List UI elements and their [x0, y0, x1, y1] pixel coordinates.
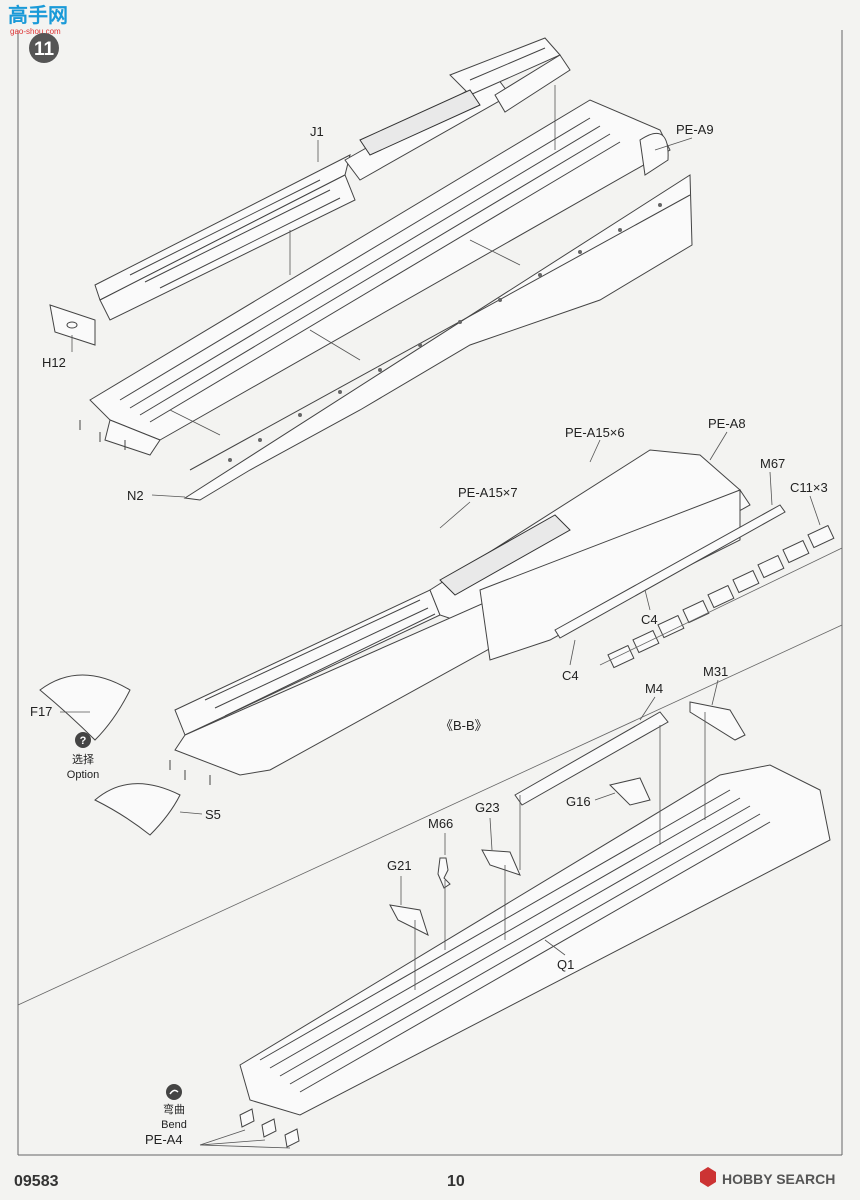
- label-pe-a8: PE-A8: [708, 416, 746, 431]
- brand-text: HOBBY SEARCH: [722, 1171, 835, 1187]
- assembly-bottom: M4 M31 G16 G23 M66 G21 Q1 弯曲 Bend PE-A4: [17, 624, 843, 1149]
- label-pe-a15x6: PE-A15×6: [565, 425, 625, 440]
- part-h12: [49, 304, 96, 346]
- step-badge-circle: [29, 33, 59, 63]
- part-f17: [39, 674, 131, 741]
- bend-en-text: Bend: [161, 1119, 187, 1131]
- part-m66: [437, 857, 451, 889]
- label-section-bb: 《B-B》: [440, 718, 488, 733]
- label-j1: J1: [310, 124, 324, 139]
- section-divider: [17, 624, 843, 1006]
- page-number: 10: [447, 1173, 465, 1190]
- part-hull-assembled: [169, 449, 751, 785]
- label-m31: M31: [703, 664, 728, 679]
- footer: 09583 10 HOBBY SEARCH: [14, 1167, 835, 1190]
- label-s5: S5: [205, 807, 221, 822]
- part-s5: [94, 783, 181, 836]
- label-m4: M4: [645, 681, 663, 696]
- bend-cn-text: 弯曲: [163, 1102, 185, 1116]
- product-code: 09583: [14, 1173, 59, 1190]
- leader-m67: [769, 471, 773, 506]
- option-note: ? 选择 Option: [67, 732, 99, 781]
- watermark-cn-text: 高手网: [8, 3, 68, 27]
- assembly-top: J1 PE-A9 H12 N2: [42, 37, 714, 503]
- part-c11-blocks: [607, 524, 835, 669]
- label-pe-a15x7: PE-A15×7: [458, 485, 518, 500]
- leader-m4: [639, 696, 656, 721]
- label-n2: N2: [127, 488, 144, 503]
- option-en-text: Option: [67, 769, 99, 781]
- label-m67: M67: [760, 456, 785, 471]
- option-cn-text: 选择: [72, 752, 94, 766]
- watermark-logo: 高手网 gao-shou.com: [8, 3, 68, 36]
- hobby-search-logo: HOBBY SEARCH: [700, 1167, 835, 1187]
- label-c11x3: C11×3: [790, 480, 828, 495]
- leader-g23: [489, 817, 493, 851]
- part-hull-frame: [79, 99, 671, 456]
- label-h12: H12: [42, 355, 66, 370]
- label-c4-lower: C4: [562, 668, 579, 683]
- label-m66: M66: [428, 816, 453, 831]
- part-pe-a4: [239, 1108, 300, 1148]
- label-q1: Q1: [557, 957, 574, 972]
- leader-s5: [179, 811, 203, 815]
- part-j1: [94, 37, 571, 321]
- leader-g16: [594, 792, 616, 801]
- leader-c4-upper: [644, 589, 651, 611]
- step-number-badge: 11: [29, 33, 59, 63]
- part-n2: [183, 174, 693, 501]
- leader-pe-a15x7: [439, 501, 471, 529]
- leader-m31: [711, 679, 719, 706]
- part-pe-a9: [639, 132, 669, 176]
- bend-icon-glyph: [169, 1089, 179, 1095]
- step-number: 11: [34, 39, 55, 60]
- part-g23: [481, 849, 521, 876]
- arrow-n2-1: [309, 329, 361, 361]
- leader-n2: [151, 494, 186, 498]
- leader-c11: [809, 495, 821, 526]
- leader-c4-lower: [569, 639, 576, 666]
- part-g16: [609, 777, 651, 806]
- part-g21: [389, 904, 429, 936]
- question-icon: [75, 732, 91, 748]
- label-pe-a9: PE-A9: [676, 122, 714, 137]
- label-g16: G16: [566, 794, 591, 809]
- question-mark: ?: [80, 735, 87, 747]
- part-m31: [689, 701, 746, 741]
- leader-pe-a9: [654, 137, 693, 151]
- leader-q1: [544, 939, 566, 956]
- watermark-url-text: gao-shou.com: [10, 27, 61, 36]
- bend-icon: [166, 1084, 182, 1100]
- label-pe-a4: PE-A4: [145, 1132, 183, 1147]
- leader-pe-a4: [199, 1129, 291, 1149]
- rail-guide-line: [599, 547, 843, 666]
- label-c4-upper: C4: [641, 612, 658, 627]
- leader-pe-a8: [709, 431, 728, 461]
- hobby-search-logo-icon: [700, 1167, 716, 1187]
- assembly-middle: PE-A15×7 PE-A15×6 PE-A8 M67 C11×3 C4 C4 …: [30, 416, 843, 836]
- label-g23: G23: [475, 800, 500, 815]
- bend-note: 弯曲 Bend PE-A4: [145, 1084, 187, 1147]
- arrow-n2-2: [469, 239, 521, 266]
- label-f17: F17: [30, 704, 52, 719]
- leader-pe-a15x6: [589, 439, 601, 463]
- arrow-n2-3: [169, 409, 221, 436]
- part-q1: [239, 764, 831, 1116]
- part-m67: [554, 504, 786, 639]
- label-g21: G21: [387, 858, 412, 873]
